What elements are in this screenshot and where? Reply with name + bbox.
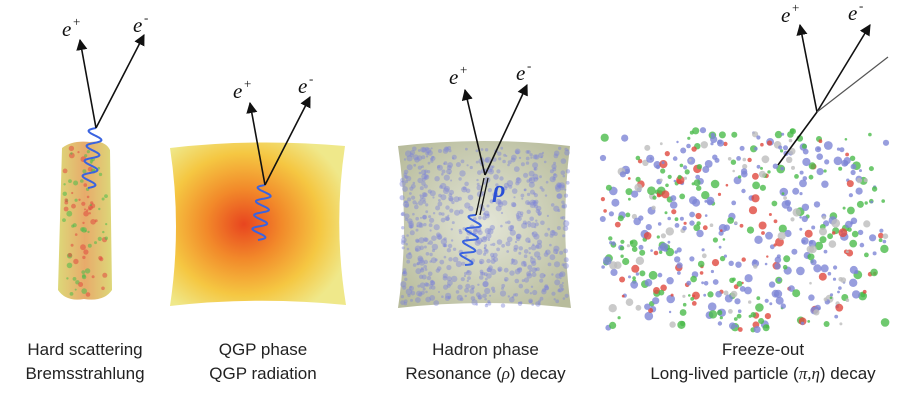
svg-text:e: e (298, 74, 307, 98)
stage-4-positron-arrow (796, 23, 818, 113)
stage-3-positron-arrow (461, 88, 486, 176)
stage-2-positron-arrow (246, 101, 266, 186)
svg-text:e: e (516, 61, 525, 85)
svg-text:e: e (848, 1, 857, 25)
svg-text:+: + (244, 76, 251, 91)
stage-1-positron-arrow (76, 38, 97, 129)
stage-1-medium (58, 141, 112, 300)
svg-text:-: - (309, 71, 313, 86)
stage-4-decay-photon-line (816, 56, 889, 113)
stage-2-qgp-fireball (170, 142, 346, 306)
stage-2-positron-label: e+ (233, 76, 251, 103)
stage-3-hadron-gas (398, 141, 571, 308)
stage-1-electron-label: e- (133, 10, 148, 37)
stage-3-rho-propagator (475, 177, 489, 216)
svg-text:e: e (133, 13, 142, 37)
svg-text:+: + (73, 14, 80, 29)
stage-3-virtual-photon (459, 214, 482, 266)
svg-text:e: e (449, 65, 458, 89)
stage-2-electron-arrow (264, 96, 311, 186)
stage-1-caption: Hard scattering Bremsstrahlung (0, 338, 170, 386)
stage-4-freeze-out-particles (599, 127, 890, 333)
stage-4-parent-track (777, 111, 818, 166)
stage-4-electron-label: e- (848, 0, 863, 25)
svg-text:e: e (781, 3, 790, 27)
stage-4-caption-line1: Freeze-out (721, 340, 805, 359)
stage-1-positron-label: e+ (62, 14, 80, 41)
stage-1-caption-line1: Hard scattering (27, 340, 143, 359)
stage-3-electron-arrow (484, 83, 528, 176)
stage-4-caption-line2: Long-lived particle (π,η) decay (650, 364, 876, 383)
stage-2-caption: QGP phase QGP radiation (178, 338, 348, 386)
stage-3-caption-line1: Hadron phase (432, 340, 539, 359)
stage-4-positron-label: e+ (781, 0, 799, 27)
stage-3-positron-label: e+ (449, 62, 467, 89)
stage-1-electron-arrow (95, 34, 145, 129)
stage-3-caption-line2: Resonance (ρ) decay (405, 364, 566, 383)
svg-text:e: e (62, 17, 71, 41)
stage-1-virtual-photon (81, 127, 103, 189)
svg-text:-: - (144, 10, 148, 25)
svg-text:-: - (859, 0, 863, 13)
svg-text:-: - (527, 58, 531, 73)
svg-text:+: + (460, 62, 467, 77)
stage-4-caption: Freeze-out Long-lived particle (π,η) dec… (614, 338, 912, 386)
stage-2-caption-line2: QGP radiation (209, 364, 317, 383)
rho-label: ρ (492, 177, 505, 203)
stage-1-caption-line2: Bremsstrahlung (25, 364, 145, 383)
stage-2-caption-line1: QGP phase (218, 340, 308, 359)
stage-4-electron-arrow (816, 24, 871, 113)
stage-2-virtual-photon (251, 184, 272, 241)
svg-text:e: e (233, 79, 242, 103)
stage-3-electron-label: e- (516, 58, 531, 85)
svg-text:+: + (792, 0, 799, 15)
stage-3-caption: Hadron phase Resonance (ρ) decay (388, 338, 583, 386)
stage-2-electron-label: e- (298, 71, 313, 98)
